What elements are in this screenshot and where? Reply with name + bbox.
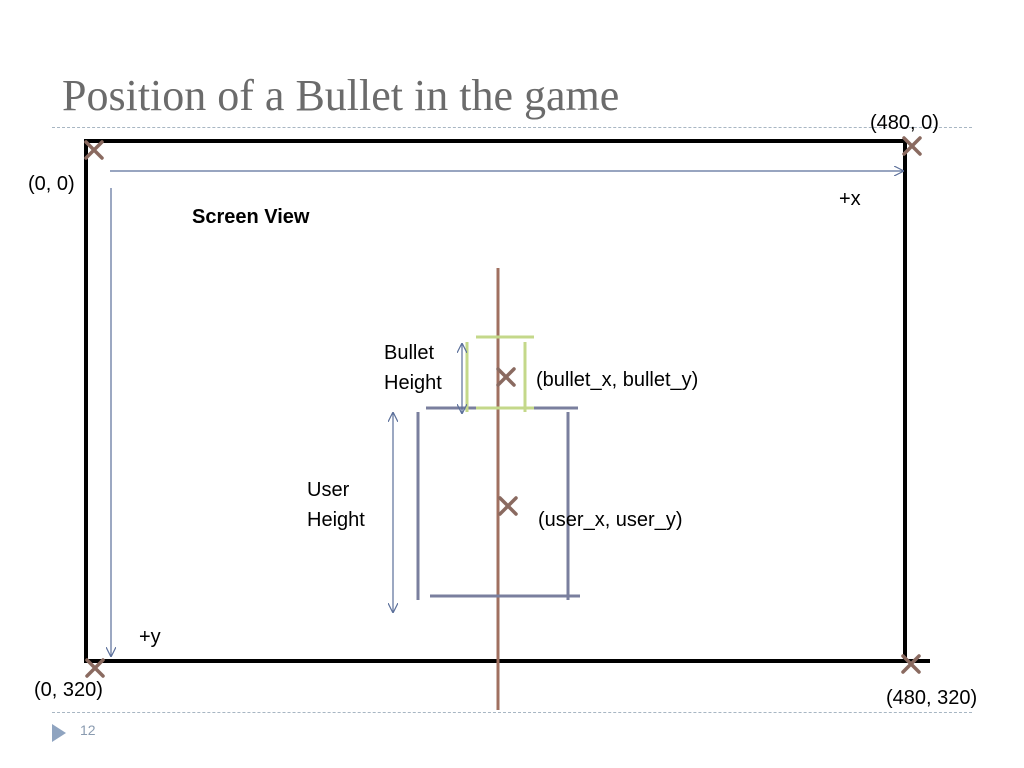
screen-border xyxy=(84,139,930,663)
user-height-label: User Height xyxy=(307,479,365,531)
corner-label-top-right: (480, 0) xyxy=(870,112,939,134)
slide-title: Position of a Bullet in the game xyxy=(62,71,620,120)
corner-label-top-left: (0, 0) xyxy=(28,173,75,195)
user-position-marker xyxy=(498,496,518,516)
y-axis-label: +y xyxy=(139,626,161,648)
bullet-box xyxy=(465,335,534,412)
footer-divider xyxy=(52,712,972,713)
bullet-height-label: Bullet Height xyxy=(384,342,442,394)
user-box xyxy=(416,406,580,600)
bullet-position-label: (bullet_x, bullet_y) xyxy=(536,369,699,391)
x-axis-label: +x xyxy=(839,188,861,210)
screen-view-label: Screen View xyxy=(192,206,310,228)
corner-marker-top-left xyxy=(84,140,104,160)
user-position-label: (user_x, user_y) xyxy=(538,509,683,531)
corner-marker-top-right xyxy=(902,136,922,156)
page-number: 12 xyxy=(80,722,96,738)
title-divider xyxy=(52,127,972,128)
corner-label-bottom-left: (0, 320) xyxy=(34,679,103,701)
bullet-position-marker xyxy=(496,367,516,387)
corner-marker-bottom-left xyxy=(85,658,105,678)
slide-nav-icon xyxy=(52,724,66,742)
corner-label-bottom-right: (480, 320) xyxy=(886,687,978,709)
corner-marker-bottom-right xyxy=(901,654,921,674)
